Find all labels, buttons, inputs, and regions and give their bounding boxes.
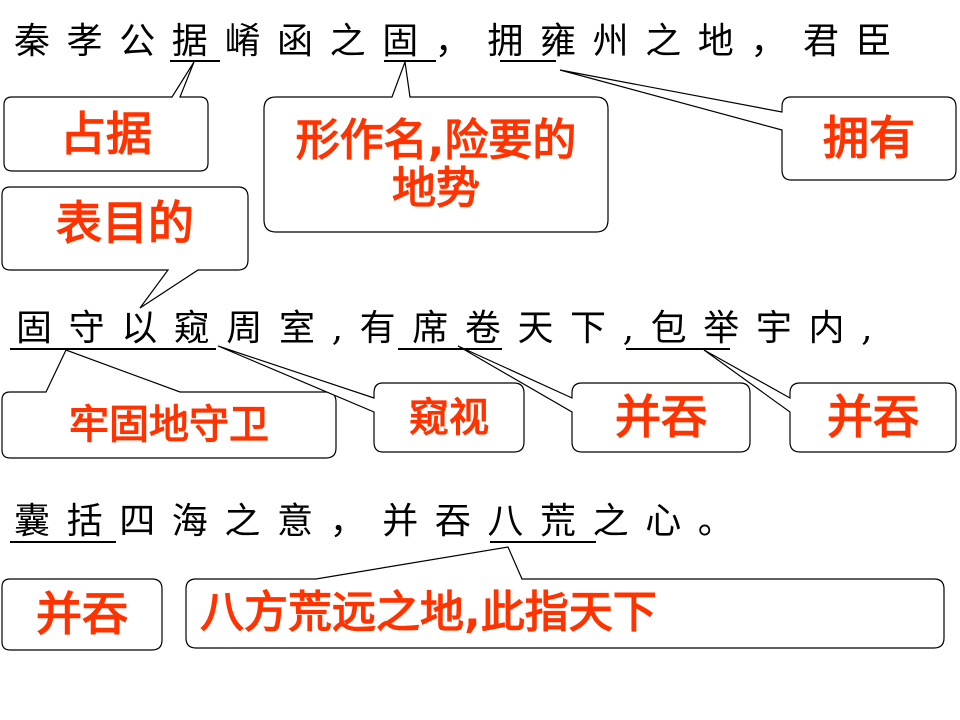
- note-bingtun-nangkuo: 并吞: [36, 587, 128, 642]
- sentence-3-text: 囊括四海之意，并吞八荒之心。: [14, 501, 751, 542]
- note-yongyou: 拥有: [823, 111, 915, 166]
- callout-bubble-bingtun-xijuan: [457, 345, 751, 453]
- underline-yong: [500, 60, 556, 62]
- underline-nangkuo: [10, 541, 116, 543]
- sentence-2-text: 固守以窥周室,有席卷天下,包举宇内,: [16, 308, 890, 349]
- callout-bubble-yongyou: [559, 69, 957, 181]
- underline-ju: [170, 60, 220, 62]
- note-bafang: 八方荒远之地,此指天下: [200, 587, 657, 639]
- callout-bubble-bingtun-nangkuo: [1, 578, 163, 651]
- callout-bubble-zhanju: [3, 61, 209, 172]
- note-laogu: 牢固地守卫: [69, 402, 269, 448]
- callout-bubble-xingzuoming: [263, 61, 609, 233]
- note-biaomudi: 表目的: [56, 195, 194, 250]
- underline-bahuang: [490, 541, 596, 543]
- note-bingtun-baoju: 并吞: [827, 390, 919, 445]
- underline-baoju: [626, 348, 730, 350]
- callout-bubble-bingtun-baoju: [703, 349, 957, 453]
- callout-bubble-biaomudi: [1, 186, 249, 309]
- note-bingtun-xijuan: 并吞: [615, 390, 707, 445]
- callout-bubble-kuishi: [217, 345, 525, 453]
- note-zhanju: 占据: [60, 106, 152, 161]
- callout-bubble-bafang: [185, 546, 945, 649]
- underline-gushouyikui: [10, 348, 216, 350]
- underline-gu: [384, 60, 436, 62]
- note-kuishi: 窥视: [409, 394, 489, 441]
- note-xingzuoming: 形作名,险要的地势: [295, 114, 577, 214]
- underline-xijuan: [398, 348, 502, 350]
- sentence-1-text: 秦孝公据崤函之固，拥雍州之地，君臣: [14, 21, 909, 62]
